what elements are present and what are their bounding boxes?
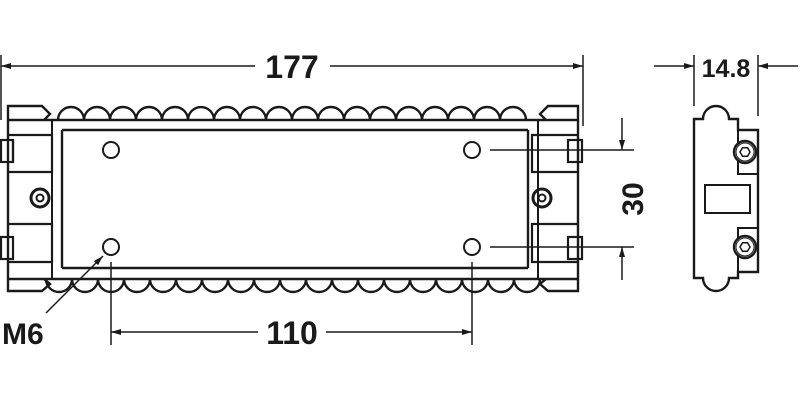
dimension-label-177: 177 [265, 49, 318, 85]
front-view [0, 104, 584, 294]
thread-label: M6 [2, 318, 44, 351]
adjust-screw-right-icon [531, 187, 553, 209]
scalloped-edge-bottom [44, 278, 542, 294]
thread-callout-m6: M6 [2, 255, 104, 351]
slide-block-left-top [0, 133, 54, 174]
dimension-overall-length: 177 [0, 49, 584, 126]
slide-block-right-top [530, 133, 584, 174]
dimension-hole-spacing-horizontal: 110 [110, 262, 473, 351]
slide-block-left-bottom [0, 222, 54, 264]
mounting-holes [102, 141, 481, 256]
dimension-label-110: 110 [266, 315, 318, 351]
adjust-screw-left-icon [29, 187, 51, 209]
scalloped-edge-top [56, 105, 528, 121]
hex-socket-screw-top-icon [732, 139, 758, 165]
dimension-side-width: 14.8 [654, 55, 798, 116]
dimension-hole-spacing-vertical: 30 [490, 118, 650, 280]
side-view [692, 104, 760, 293]
body-outline [6, 104, 580, 293]
hex-socket-screw-bottom-icon [732, 234, 758, 260]
slide-block-right-bottom [530, 222, 584, 264]
dimension-label-14-8: 14.8 [702, 55, 751, 83]
dimension-label-30: 30 [617, 182, 650, 215]
